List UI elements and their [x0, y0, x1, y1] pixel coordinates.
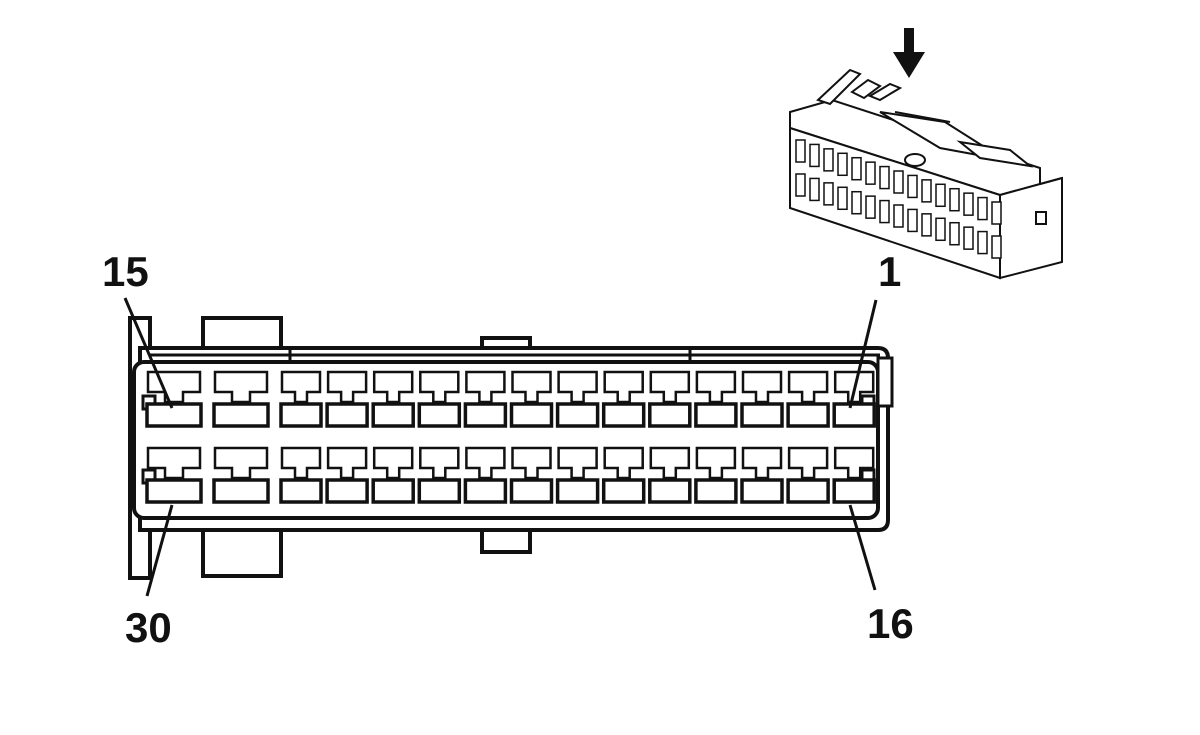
mini-cavity	[795, 173, 806, 197]
mini-cavity	[823, 148, 834, 172]
pin-cavity	[463, 446, 508, 504]
mini-cavity	[907, 208, 918, 233]
leader-line-15	[123, 297, 174, 409]
mini-cavity	[809, 177, 820, 202]
pin-cavity	[509, 446, 554, 504]
mini-cavity	[921, 213, 932, 237]
mini-cavity	[823, 182, 834, 206]
mini-cavity	[963, 226, 974, 250]
pin-row-bottom	[145, 446, 876, 504]
mini-cavity	[879, 165, 890, 190]
pin-cavity	[279, 370, 323, 428]
mini-connector-cavities	[795, 139, 1002, 259]
mini-cavity	[963, 192, 974, 216]
pin-cavity	[325, 446, 369, 504]
pin-cavity	[279, 446, 323, 504]
pin-cavity	[371, 446, 415, 504]
mini-cavity	[837, 186, 848, 211]
mini-cavity	[991, 235, 1002, 259]
mini-cavity	[893, 204, 904, 228]
leader-line-16	[848, 504, 877, 591]
pin-label-30: 30	[125, 604, 172, 651]
pin-cavity	[786, 370, 830, 428]
pin-cavity	[601, 370, 646, 428]
pin-cavity	[212, 370, 270, 428]
pin-cavity	[648, 446, 692, 504]
mini-cavity	[809, 143, 820, 168]
mini-cavity	[837, 152, 848, 177]
pin-cavity	[555, 370, 600, 428]
connector-perspective-icon	[789, 28, 1063, 280]
mini-cavity	[879, 199, 890, 224]
mini-cavity	[949, 221, 960, 246]
pin-cavity	[325, 370, 369, 428]
connector-face	[128, 316, 894, 580]
mini-cavity	[893, 170, 904, 194]
down-arrow-icon	[893, 28, 925, 78]
mini-cavity	[865, 195, 876, 219]
mini-cavity	[851, 190, 862, 215]
leader-lines	[123, 297, 878, 597]
pin-cavity	[740, 446, 784, 504]
pin-cavity	[463, 370, 508, 428]
mini-cavity	[935, 183, 946, 208]
pin-cavity	[648, 370, 692, 428]
pin-cavity	[832, 446, 876, 504]
pin-cavity	[740, 370, 784, 428]
mini-cavity	[921, 179, 932, 203]
pin-cavity	[417, 370, 462, 428]
pin-cavity	[694, 446, 738, 504]
pin-cavity	[145, 446, 203, 504]
pin-cavity	[417, 446, 462, 504]
pin-cavity	[786, 446, 830, 504]
pin-cavity	[509, 370, 554, 428]
pin-cavity	[371, 370, 415, 428]
pin-cavity	[601, 446, 646, 504]
pin-label-1: 1	[878, 248, 901, 295]
pin-row-top	[145, 370, 876, 428]
mini-cavity	[991, 201, 1002, 225]
mini-cavity	[795, 139, 806, 163]
mini-cavity	[949, 187, 960, 212]
pin-label-15: 15	[102, 248, 149, 295]
pin-cavity	[832, 370, 876, 428]
mini-cavity	[977, 196, 988, 221]
mini-cavity	[851, 156, 862, 181]
mini-cavity	[865, 161, 876, 185]
pin-label-16: 16	[867, 600, 914, 647]
pin-cavity	[212, 446, 270, 504]
mini-cavity	[935, 217, 946, 242]
pin-cavity	[555, 446, 600, 504]
leader-line-1	[848, 299, 878, 409]
mini-cavity	[907, 174, 918, 199]
leader-line-30	[145, 504, 174, 597]
pin-cavity	[694, 370, 738, 428]
mini-cavity	[977, 230, 988, 255]
